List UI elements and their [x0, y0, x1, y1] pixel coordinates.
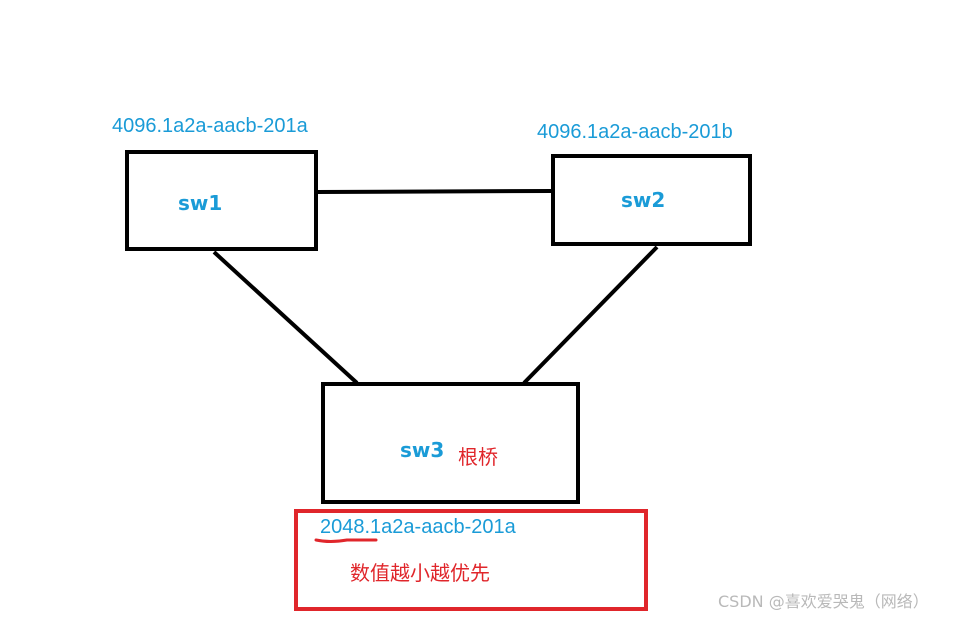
- annotation-note: 数值越小越优先: [350, 561, 490, 585]
- link-sw2-sw3: [522, 245, 659, 385]
- annotation-box: [294, 509, 648, 611]
- priority-underline: [314, 538, 378, 543]
- switch-label-sw2: sw2: [621, 188, 666, 212]
- bridge-id-sw2: 4096.1a2a-aacb-201b: [537, 121, 733, 143]
- root-bridge-tag: 根桥: [458, 445, 498, 469]
- watermark: CSDN @喜欢爱哭鬼（网络）: [718, 592, 929, 611]
- switch-box-sw3: [321, 382, 580, 504]
- switch-label-sw3: sw3: [400, 438, 445, 462]
- switch-box-sw1: [125, 150, 318, 251]
- link-sw1-sw3: [212, 250, 359, 385]
- switch-label-sw1: sw1: [178, 191, 223, 215]
- bridge-id-sw1: 4096.1a2a-aacb-201a: [112, 115, 308, 137]
- switch-box-sw2: [551, 154, 752, 246]
- link-sw1-sw2: [316, 189, 553, 194]
- bridge-id-sw3: 2048.1a2a-aacb-201a: [320, 516, 516, 538]
